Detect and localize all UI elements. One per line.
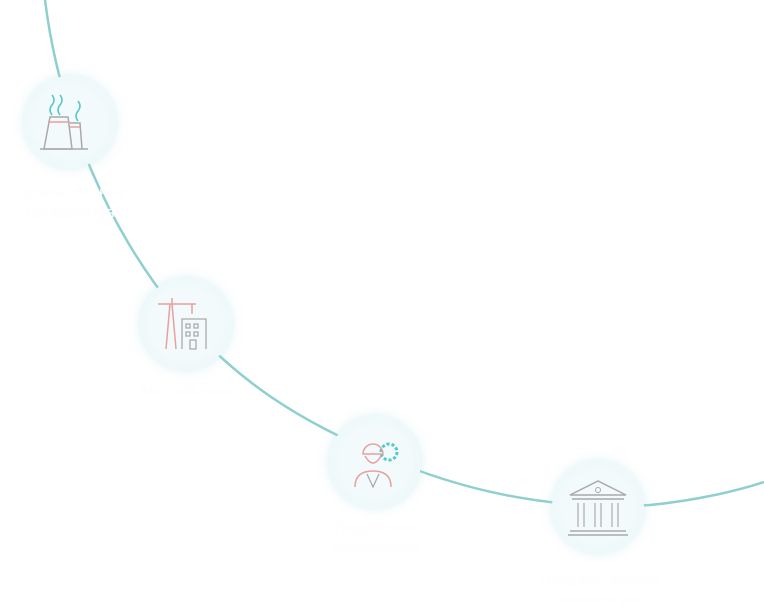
node-government bbox=[552, 461, 644, 553]
node-industrial bbox=[24, 76, 116, 168]
label-line: организации bbox=[331, 539, 419, 556]
government-building-icon bbox=[568, 480, 628, 536]
label-line: Подрядные bbox=[334, 519, 415, 536]
node-contractors bbox=[329, 416, 421, 508]
label-line: корпорации bbox=[559, 591, 641, 608]
engineer-gear-icon bbox=[354, 442, 399, 489]
factory-icon bbox=[40, 94, 88, 150]
node-label: Подрядные организации bbox=[305, 518, 445, 558]
node-developers bbox=[140, 278, 232, 370]
node-label: Промышленные предприятия bbox=[0, 183, 140, 223]
label-line: предприятия bbox=[25, 204, 115, 221]
label-line: Государственные bbox=[539, 571, 661, 588]
construction-crane-icon bbox=[158, 298, 207, 350]
label-line: Застройщики bbox=[138, 383, 232, 400]
node-label: Застройщики bbox=[115, 382, 255, 402]
node-label: Государственные корпорации bbox=[515, 570, 685, 610]
label-line: Промышленные bbox=[13, 184, 127, 201]
